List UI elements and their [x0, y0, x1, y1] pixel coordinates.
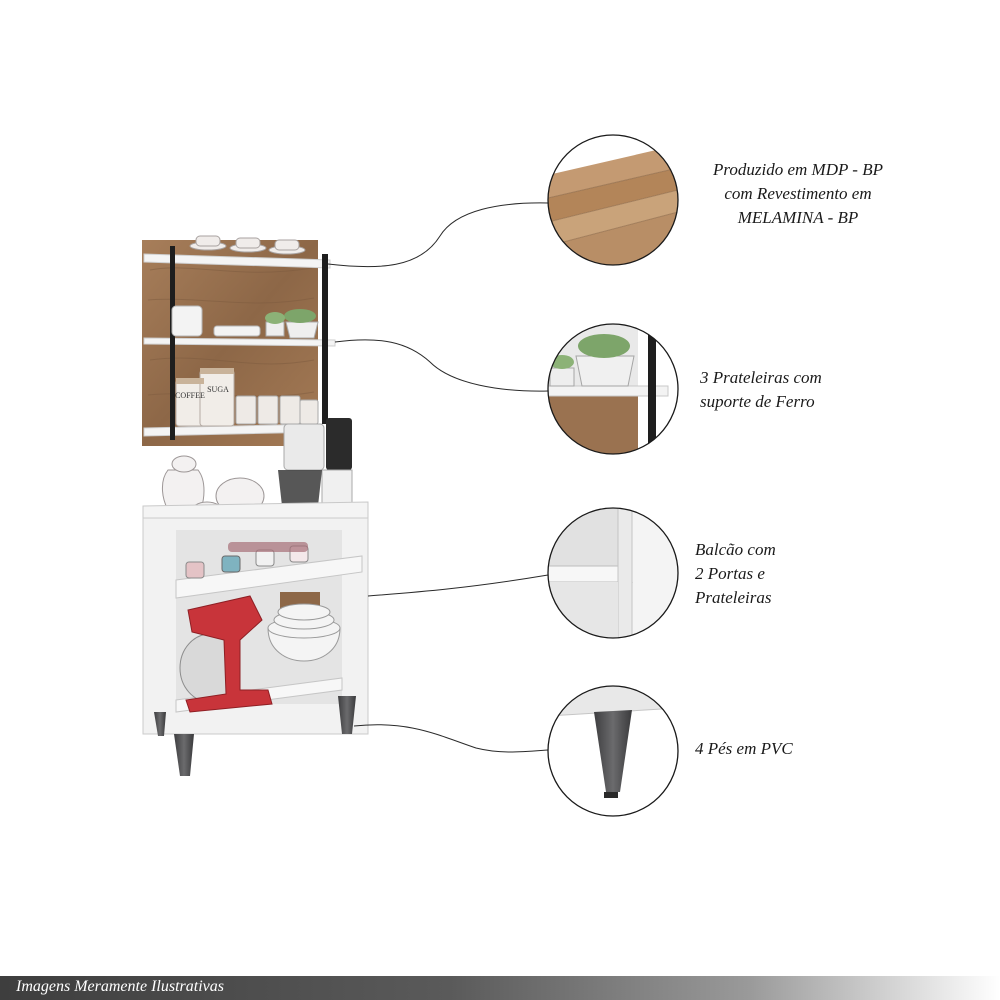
cabinet-middle-shelf	[175, 555, 363, 599]
iron-support-right	[322, 254, 328, 424]
canister-label-sugar: SUGA	[207, 385, 229, 394]
middle-shelf	[143, 337, 336, 347]
feature-cabinet-text: Balcão com 2 Portas e Prateleiras	[695, 538, 815, 610]
leg-back-left	[154, 712, 166, 736]
callout-line-2	[334, 339, 549, 392]
detail-circle-cabinet	[547, 507, 679, 639]
feature-mdp-text: Produzido em MDP - BP com Revestimento e…	[693, 158, 903, 230]
feature-shelves-text: 3 Prateleiras com suporte de Ferro	[700, 366, 860, 414]
feature-legs-text: 4 Pés em PVC	[695, 737, 835, 761]
top-shelf	[143, 253, 331, 269]
colored-mugs	[185, 542, 309, 579]
leg-front-left	[174, 734, 194, 776]
detail-circle-leg	[547, 685, 679, 817]
feature-line: 3 Prateleiras com	[700, 368, 822, 387]
iron-support-left	[170, 246, 175, 440]
feature-line: Balcão com	[695, 540, 776, 559]
lower-cabinet	[142, 501, 369, 776]
plates-and-plants	[171, 305, 319, 339]
canister-label-coffee: COFFEE	[175, 391, 205, 400]
disclaimer-text: Imagens Meramente Ilustrativas	[16, 978, 224, 995]
feature-line: 4 Pés em PVC	[695, 739, 793, 758]
detail-circle-mdp	[547, 134, 679, 266]
feature-line: suporte de Ferro	[700, 392, 815, 411]
detail-circle-shelves	[547, 323, 679, 455]
leg-front-right	[338, 696, 356, 734]
feature-line: MELAMINA - BP	[737, 208, 859, 227]
wall-shelf-unit: COFFEE SUGA	[142, 235, 336, 446]
feature-line: com Revestimento em	[724, 184, 872, 203]
callout-line-4	[353, 724, 549, 753]
stand-mixer	[179, 595, 273, 713]
canisters: COFFEE SUGA	[175, 368, 319, 427]
feature-line: 2 Portas e	[695, 564, 765, 583]
callout-lines	[327, 202, 549, 753]
callout-line-3	[367, 574, 549, 597]
disclaimer-bar: Imagens Meramente Ilustrativas	[0, 976, 1000, 1000]
teacups-top	[189, 235, 306, 255]
feature-line: Produzido em MDP - BP	[713, 160, 883, 179]
coffee-maker	[278, 418, 353, 509]
mixing-bowls	[267, 603, 341, 662]
feature-line: Prateleiras	[695, 588, 772, 607]
callout-line-1	[327, 202, 549, 268]
